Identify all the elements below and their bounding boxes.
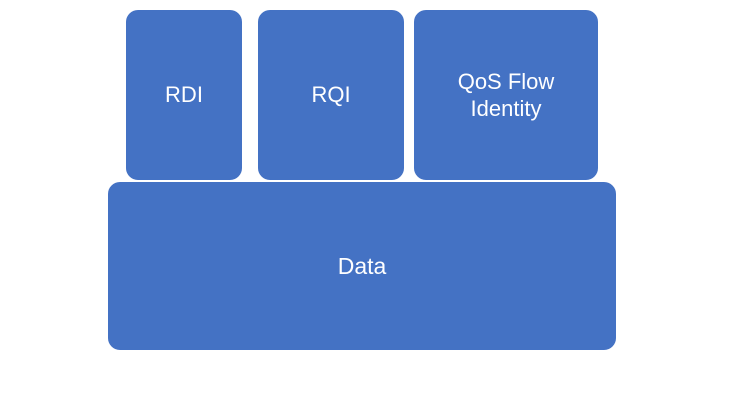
diagram-box-rqi-label: RQI bbox=[311, 82, 351, 108]
diagram-box-data: Data bbox=[106, 180, 618, 352]
diagram-box-data-label: Data bbox=[337, 252, 387, 279]
diagram-box-rdi-label: RDI bbox=[165, 82, 203, 108]
diagram-box-qos-flow-identity-label: QoS Flow Identity bbox=[457, 68, 555, 122]
diagram-box-qos-flow-identity: QoS Flow Identity bbox=[412, 8, 600, 182]
diagram-box-rdi: RDI bbox=[124, 8, 244, 182]
diagram-box-rqi: RQI bbox=[256, 8, 406, 182]
